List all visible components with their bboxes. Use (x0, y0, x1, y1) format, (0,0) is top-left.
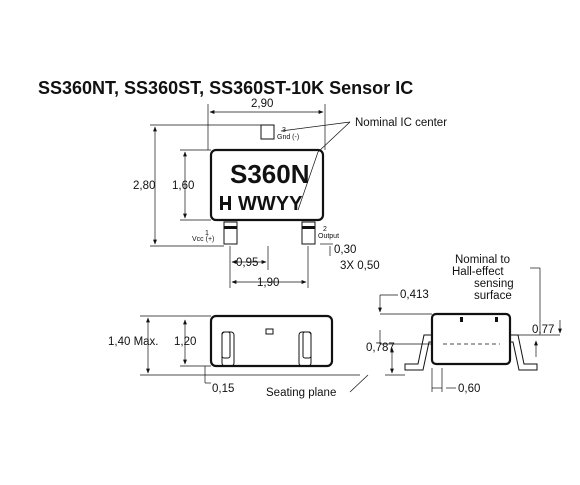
standoff-dim-label: 0,15 (212, 383, 234, 395)
lead-length-dim-label: 3X 0,50 (340, 260, 380, 272)
pin2-number: 2 (323, 226, 327, 233)
hall-label-line1: Nominal to (455, 254, 510, 266)
end-lead-left (404, 334, 432, 371)
hall-label-line4: surface (474, 290, 512, 302)
dim-077-label: 0,77 (532, 324, 554, 336)
body-height-dim-label: 1,20 (174, 336, 196, 348)
width-dim-label: 2,90 (251, 98, 273, 110)
sensor-mark (265, 328, 274, 335)
top-view: 2,90 3 Gnd (-) S360N WWYY Nominal IC cen… (133, 98, 447, 289)
seating-plane-label: Seating plane (266, 387, 336, 399)
package-body-top (209, 148, 325, 222)
end-lead-right (510, 334, 538, 371)
marking-line1: S360N (230, 159, 310, 189)
pin2-lead (301, 221, 316, 245)
dim-0413-label: 0,413 (400, 289, 429, 301)
end-view: Nominal to Hall-effect sensing surface 0… (366, 254, 562, 395)
height-max-dim-label: 1,40 Max. (108, 336, 159, 348)
nominal-ic-center-label: Nominal IC center (355, 117, 447, 129)
hall-label-line3: sensing (474, 278, 514, 290)
pin1-number: 1 (205, 230, 209, 237)
side-lead-left (221, 331, 235, 367)
height-outer-dim-label: 2,80 (133, 180, 155, 192)
lead-width-dim-label: 0,30 (334, 244, 356, 256)
pin1-lead (223, 221, 238, 245)
hall-label-line2: Hall-effect (452, 266, 504, 278)
span-dim-label: 1,90 (257, 277, 279, 289)
dim-0787-label: 0,787 (366, 342, 395, 354)
pin3-name: Gnd (-) (277, 134, 299, 141)
pin1-name: Vcc (+) (192, 236, 214, 243)
height-body-dim-label: 1,60 (172, 180, 194, 192)
pin3-lead (260, 124, 275, 140)
side-lead-right (298, 331, 312, 367)
dim-060-label: 0,60 (458, 383, 480, 395)
drawing-title: SS360NT, SS360ST, SS360ST-10K Sensor IC (38, 78, 413, 98)
pitch-dim-label: 0,95 (236, 257, 258, 269)
package-body-end (430, 312, 512, 366)
side-view: 1,40 Max. 1,20 0,15 Seating plane (108, 314, 369, 399)
package-body-side (209, 314, 334, 368)
pin2-name: Output (318, 233, 339, 240)
marking-line2: WWYY (238, 193, 303, 215)
honeywell-logo (220, 196, 231, 210)
